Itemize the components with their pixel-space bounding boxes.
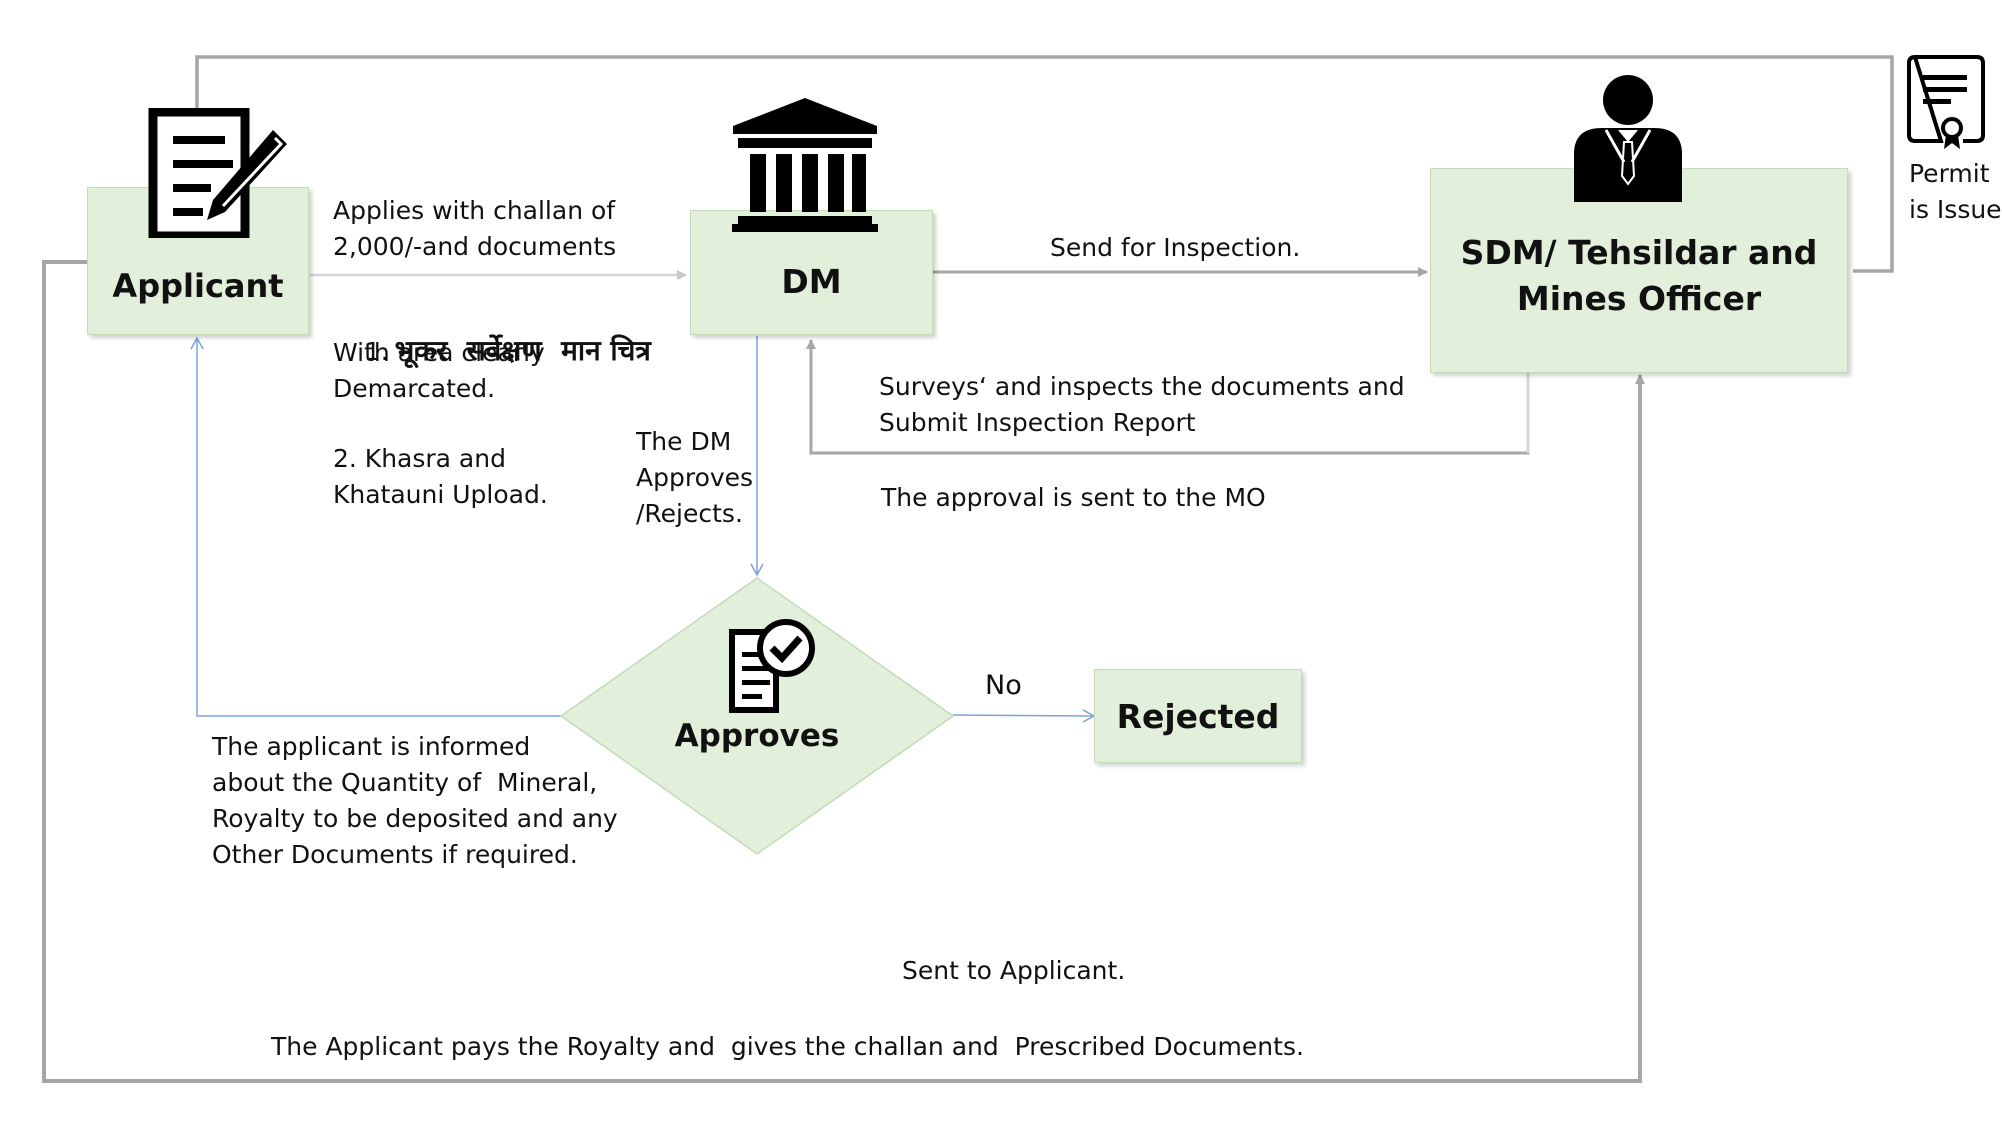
- sdm-label: SDM/ Tehsildar and Mines Officer: [1460, 232, 1818, 318]
- connector-approves-to-rejected: [952, 709, 1096, 723]
- government-building-icon: [732, 98, 878, 232]
- label-applicant-pays: The Applicant pays the Royalty and gives…: [271, 1032, 1304, 1061]
- document-pen-icon: [148, 108, 287, 238]
- connector-approves-to-applicant: [190, 336, 561, 717]
- label-surveys: Surveys‘ and inspects the documents and …: [879, 372, 1405, 437]
- officer-icon: [1574, 75, 1682, 202]
- dm-label: DM: [781, 262, 842, 301]
- applicant-label: Applicant: [112, 267, 284, 305]
- label-applies: Applies with challan of 2,000/-and docum…: [333, 196, 617, 261]
- rejected-label: Rejected: [1116, 696, 1280, 736]
- label-permit-issued: Permit is Issued: [1909, 159, 2002, 224]
- approved-document-icon: [729, 619, 815, 713]
- approves-diamond: [559, 577, 955, 855]
- approves-label: Approves: [674, 718, 840, 754]
- label-doc1-number: 1.: [364, 337, 389, 366]
- label-approval-mo: The approval is sent to the MO: [881, 483, 1266, 512]
- label-doc1-area: With area clearly Demarcated.: [333, 338, 545, 403]
- label-dm-decision: The DM Approves /Rejects.: [636, 427, 754, 528]
- sdm-box: SDM/ Tehsildar and Mines Officer: [1430, 168, 1848, 373]
- connector-permit-loop: [192, 55, 1894, 273]
- label-applicant-informed: The applicant is informed about the Quan…: [212, 732, 618, 869]
- label-doc2: 2. Khasra and Khatauni Upload.: [333, 444, 548, 509]
- label-doc1-hindi: भूकर सर्वेक्षण मान चित्र: [394, 334, 651, 367]
- certificate-icon: [1907, 54, 1985, 149]
- label-no: No: [985, 670, 1022, 701]
- label-send-inspection: Send for Inspection.: [1050, 233, 1301, 262]
- label-doc1: 1.भूकर सर्वेक्षण मान चित्र: [333, 297, 651, 406]
- connector-applicant-pays-loop: [42, 260, 1645, 1083]
- label-sent-to-applicant: Sent to Applicant.: [902, 956, 1126, 985]
- rejected-box: Rejected: [1094, 669, 1302, 763]
